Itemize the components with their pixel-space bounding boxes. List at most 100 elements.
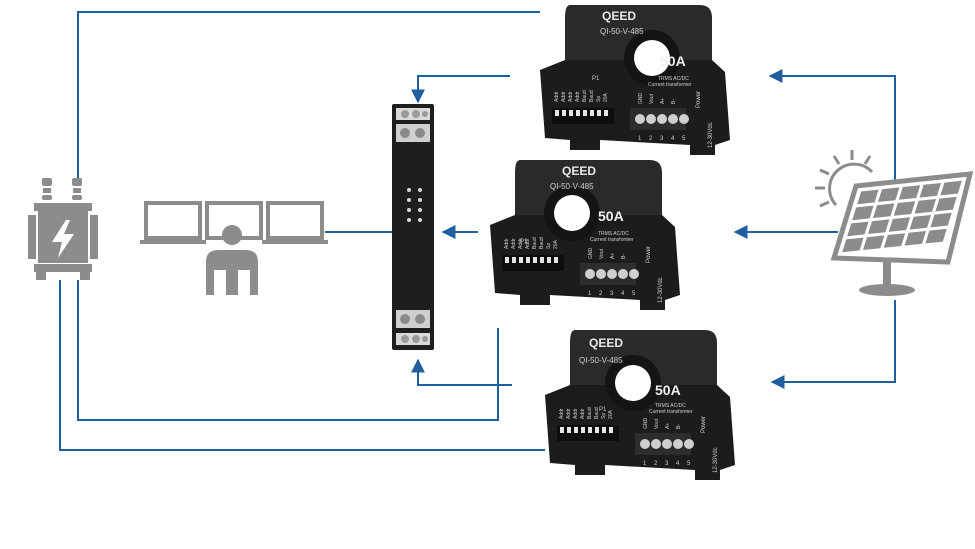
solar-cell: [893, 201, 916, 216]
dip-switch-label: Baud: [594, 407, 600, 419]
terminal-screws: [640, 439, 694, 449]
solar-cell: [935, 196, 957, 212]
solar-cell: [883, 233, 906, 248]
terminal-number: 3: [660, 136, 664, 142]
dip-switch: [519, 257, 523, 263]
dip-switch: [583, 110, 587, 116]
connection-lines: [59, 11, 896, 451]
dip-switch: [597, 110, 601, 116]
dip-switch: [512, 257, 516, 263]
solar-cell: [878, 187, 900, 202]
sensor-power-label: Power: [701, 416, 707, 433]
terminal-number: 2: [599, 291, 603, 297]
solar-cells: [842, 180, 962, 253]
solar-cell: [847, 221, 869, 237]
line-transformer-mid: [77, 280, 499, 421]
solar-cell: [909, 215, 931, 230]
dip-switch: [602, 427, 606, 433]
dip-switch-label: Addr: [561, 91, 567, 102]
dip-switch: [590, 110, 594, 116]
terminal-number: 3: [665, 461, 669, 467]
dip-switch-label: Baud: [582, 90, 588, 102]
sensor-body: [545, 330, 735, 480]
dip-switch: [547, 257, 551, 263]
terminal-label: A+: [610, 253, 616, 259]
terminal-number: 5: [632, 291, 636, 297]
terminal-label: GND: [638, 93, 644, 105]
dip-switch-label: Addr: [504, 238, 510, 249]
terminal-label: Vout: [599, 248, 605, 259]
dip-switch: [562, 110, 566, 116]
sensor-rating: 50A: [598, 208, 624, 224]
dip-switch: [505, 257, 509, 263]
sensor-type-line2: Current transformer: [648, 82, 692, 88]
dip-switch-label: Sp: [601, 413, 607, 419]
sensor-voltage: 12-30Vdc: [708, 122, 714, 148]
sensor-power-label: Power: [646, 246, 652, 263]
sensor-p-label: P1: [520, 239, 528, 245]
arrow-solar-top-sensor: [768, 69, 896, 190]
dip-switch-label: Addr: [525, 238, 531, 249]
solar-cell: [868, 219, 890, 234]
terminal-label: Vout: [649, 93, 655, 104]
dip-switch: [609, 427, 613, 433]
terminal-screws: [635, 114, 689, 124]
terminal-label: GND: [643, 418, 649, 430]
dip-switch-label: 20A: [608, 409, 614, 419]
solar-cell: [914, 199, 936, 214]
sensor-brand: QEED: [589, 336, 623, 350]
sensor-model: QI-50-V-485: [600, 27, 644, 36]
sensor-power-label: Power: [696, 91, 702, 108]
solar-cell: [940, 180, 962, 196]
solar-cell: [898, 185, 921, 200]
dip-switch-label: Addr: [554, 91, 560, 102]
dip-switch: [540, 257, 544, 263]
sensor-brand: QEED: [602, 9, 636, 23]
terminal-number: 4: [621, 291, 625, 297]
dip-switch: [604, 110, 608, 116]
sensor-type-line2: Current transformer: [590, 237, 634, 243]
terminal-number: 4: [676, 461, 680, 467]
sensor-rating: 50A: [655, 382, 681, 398]
solar-cell: [904, 231, 926, 246]
dip-switch: [595, 427, 599, 433]
dip-switch-label: Addr: [518, 238, 524, 249]
arrow-top-sensor-gateway: [411, 75, 510, 104]
dip-switch-label: Sp: [596, 96, 602, 102]
dip-switch-label: Sp: [546, 243, 552, 249]
dip-switch: [576, 110, 580, 116]
sensor-type-line1: TRMS AC/DC: [598, 231, 629, 237]
dip-switch-label: Addr: [566, 408, 572, 419]
solar-panel-icon: [815, 150, 974, 296]
solar-cell: [919, 183, 941, 198]
terminal-number: 2: [654, 461, 658, 467]
dip-switch: [567, 427, 571, 433]
solar-cell: [857, 189, 879, 205]
sensor-model: QI-50-V-485: [550, 182, 594, 191]
transformer-icon: [28, 178, 98, 280]
sensor-voltage: 12-30Vdc: [713, 447, 719, 473]
solar-cell: [852, 205, 874, 221]
sensor-body: [540, 5, 730, 155]
dip-switch: [533, 257, 537, 263]
dip-switch-label: Baud: [539, 237, 545, 249]
dip-switch: [560, 427, 564, 433]
dip-switch-label: Baud: [532, 237, 538, 249]
arrow-solar-bottom-sensor: [770, 300, 896, 389]
dip-switch-label: Addr: [559, 408, 565, 419]
solar-cell: [888, 217, 911, 232]
terminal-number: 3: [610, 291, 614, 297]
terminal-number: 4: [671, 136, 675, 142]
dip-switch-label: Addr: [511, 238, 517, 249]
terminal-label: GND: [588, 248, 594, 260]
dip-switch: [588, 427, 592, 433]
terminal-number: 1: [643, 461, 647, 467]
sensor-voltage: 12-30Vdc: [658, 277, 664, 303]
